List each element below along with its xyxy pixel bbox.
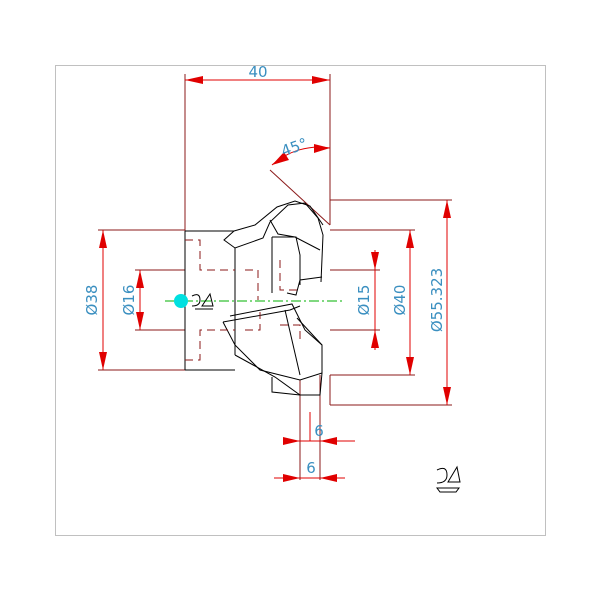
- dim-width-top: 40: [248, 63, 267, 81]
- extension-lines: [98, 74, 452, 480]
- dim-dia-16: Ø16: [120, 285, 138, 316]
- origin-marker-icon: [174, 294, 188, 308]
- dim-angle: 45°: [279, 134, 310, 160]
- dim-dia-38: Ø38: [83, 285, 101, 316]
- hidden-lines: [185, 239, 301, 361]
- drawing-frame: [55, 65, 546, 536]
- dimension-lines: [99, 76, 451, 482]
- dim-dia-40: Ø40: [391, 285, 409, 316]
- dim-step-upper: 6: [314, 422, 324, 440]
- ucs-icon: [191, 292, 214, 310]
- dim-dia-55: Ø55.323: [428, 268, 446, 332]
- dim-dia-15: Ø15: [355, 285, 373, 316]
- dim-step-lower: 6: [306, 459, 316, 477]
- part-outline: [184, 200, 324, 396]
- ucs-world-icon: [436, 465, 461, 493]
